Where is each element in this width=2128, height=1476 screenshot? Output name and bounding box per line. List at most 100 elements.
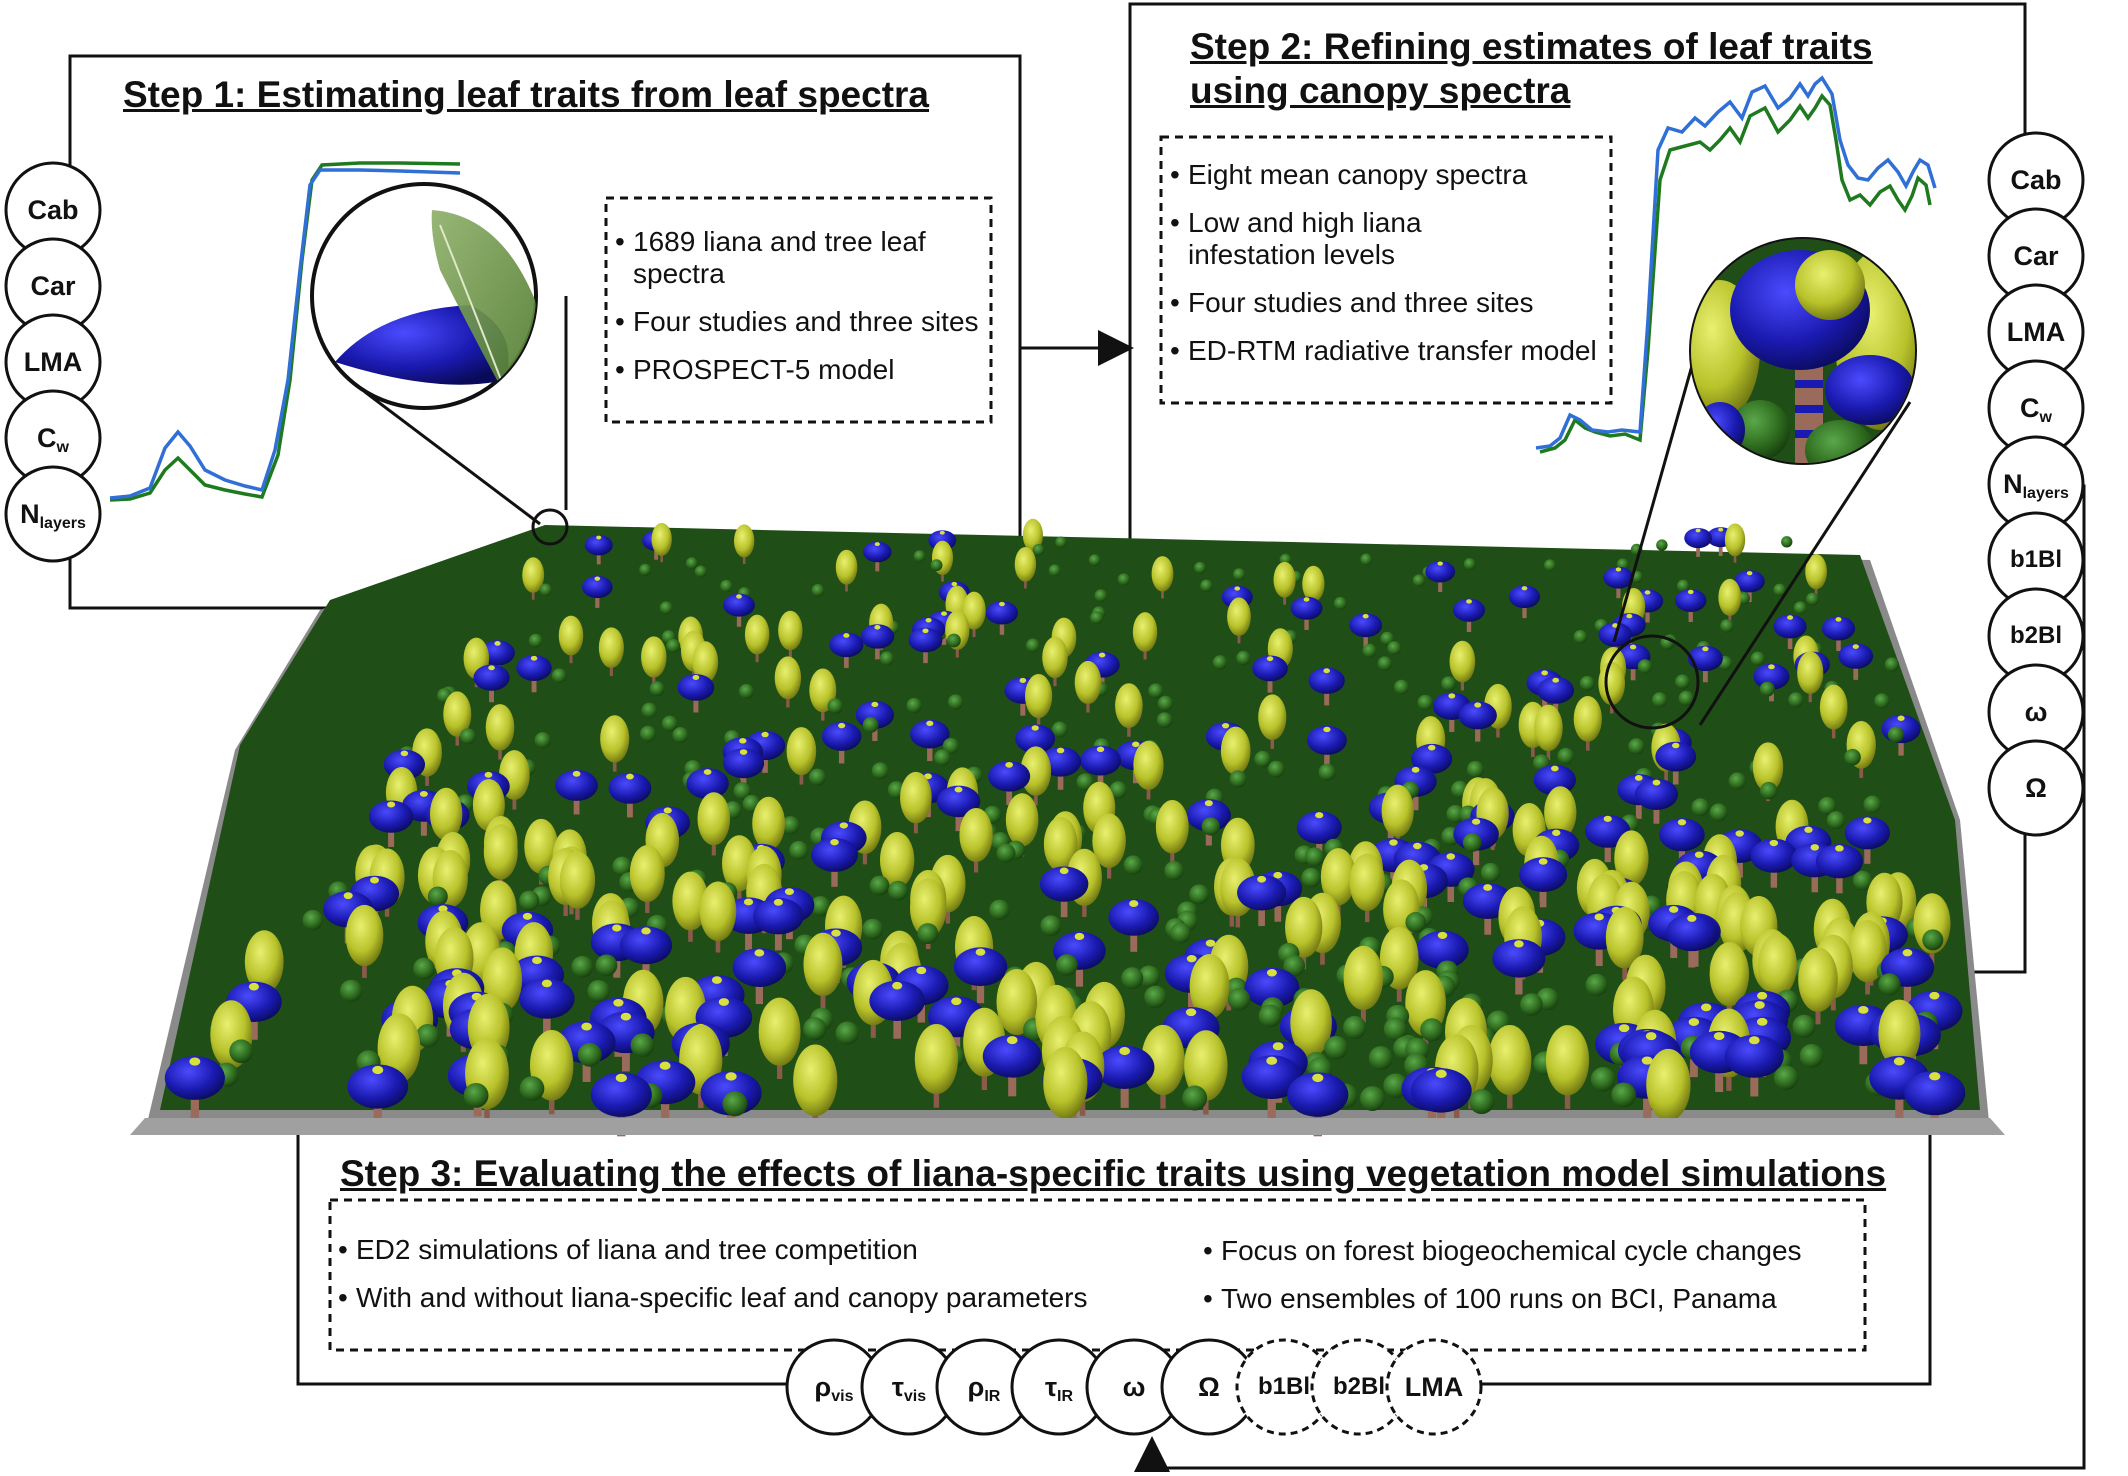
understory-crown (1446, 804, 1465, 823)
step2-param-node: Cab (1989, 133, 2083, 227)
liana-crown-highlight (522, 912, 533, 920)
liana-trunk (1604, 837, 1611, 863)
liana-crown-highlight (620, 1012, 632, 1021)
understory-crown (869, 875, 890, 896)
step1-bullet: PROSPECT-5 model (615, 354, 985, 386)
understory-crown (1318, 763, 1336, 781)
liana-crown-highlight (1389, 839, 1398, 846)
understory-crown (1709, 803, 1728, 822)
liana-crown-highlight (739, 749, 748, 755)
understory-crown (1182, 1085, 1208, 1111)
liana-crown-highlight (831, 929, 841, 937)
liana-trunk (1412, 787, 1419, 811)
understory-crown (835, 1021, 859, 1045)
understory-crown (1793, 601, 1807, 615)
step2-bullet: Low and high liana infestation levels (1170, 207, 1518, 271)
liana-crown-highlight (718, 998, 730, 1006)
liana-crown (516, 655, 552, 681)
understory-crown (808, 768, 826, 786)
understory-crown (1236, 650, 1251, 666)
step2-param-node: ω (1989, 665, 2083, 759)
understory-crown (862, 717, 879, 733)
liana-trunk (1515, 965, 1523, 995)
liana-crown (722, 748, 765, 779)
liana-crown-highlight (1612, 623, 1619, 628)
tree-crown (443, 691, 472, 737)
tree-leaf-shape (431, 210, 536, 395)
liana-trunk (1747, 585, 1752, 603)
liana-crown (1244, 967, 1300, 1008)
liana-crown-highlight (1735, 830, 1744, 837)
step3-bullet: With and without liana-specific leaf and… (338, 1282, 1098, 1314)
understory-crown (1164, 860, 1184, 881)
liana-crown (982, 1034, 1042, 1078)
understory-crown (1573, 629, 1588, 644)
step3-info-box (328, 1198, 1867, 1352)
liana-crown-highlight (596, 535, 602, 540)
step2-param-node: Ω (1989, 741, 2083, 835)
liana-crown-highlight (916, 966, 927, 975)
understory-crown (1405, 911, 1427, 933)
understory-crown (1799, 1043, 1824, 1068)
step1-param-subscript: layers (39, 515, 86, 532)
understory-crown (519, 890, 540, 911)
liana-crown-highlight (613, 998, 624, 1007)
understory-crown (534, 732, 551, 749)
tree-crown (1132, 612, 1158, 652)
understory-crown (733, 782, 751, 800)
liana-crown-highlight (1446, 853, 1456, 860)
understory-crown (595, 954, 618, 977)
understory-crown (1200, 579, 1213, 592)
liana-trunk (1473, 840, 1480, 866)
understory-crown (1138, 965, 1161, 988)
liana-trunk (1836, 632, 1841, 652)
canopy-spectrum-tree-line (1539, 93, 1932, 454)
liana-crown-highlight (1858, 1005, 1869, 1014)
understory-crown (1544, 559, 1556, 572)
liana-crown-highlight (874, 542, 880, 547)
understory-crown (1117, 573, 1130, 586)
leaf-spectra-plot (109, 161, 461, 502)
liana-crown-highlight (1550, 765, 1559, 772)
tree-crown (1449, 640, 1476, 683)
liana-trunk (1075, 957, 1084, 987)
step1-bullet: 1689 liana and tree leaf spectra (615, 226, 985, 290)
liana-crown-highlight (1005, 761, 1013, 768)
tree-crown (1709, 942, 1750, 1007)
liana-crown (1773, 614, 1807, 639)
liana-crown-highlight (1186, 954, 1197, 963)
liana-crown (347, 1064, 409, 1109)
liana-trunk (693, 692, 699, 713)
liana-crown (608, 772, 652, 804)
liana-crown-highlight (1411, 766, 1420, 773)
understory-crown (1368, 1046, 1393, 1071)
liana-crown-highlight (1669, 905, 1679, 913)
understory-crown (1884, 657, 1900, 672)
understory-crown (1362, 643, 1377, 658)
understory-crown (1728, 772, 1746, 790)
understory-crown (1579, 675, 1595, 691)
liana-crown (582, 575, 613, 599)
tree-crown (786, 727, 817, 776)
liana-trunk (1898, 734, 1904, 756)
liana-trunk (1736, 852, 1743, 878)
step2-param-node: b2Bl (1989, 589, 2083, 683)
tree-crown (524, 818, 559, 874)
liana-crown-highlight (615, 1073, 627, 1083)
liana-crown-highlight (663, 807, 672, 814)
liana-crown-highlight (830, 838, 839, 846)
understory-crown (463, 1082, 489, 1108)
liana-crown-highlight (1702, 646, 1709, 652)
liana-trunk (1008, 1064, 1017, 1097)
understory-crown (1094, 589, 1108, 602)
liana-trunk (1097, 766, 1104, 789)
understory-crown (661, 715, 678, 732)
liana-trunk (1267, 673, 1273, 693)
liana-crown-highlight (1713, 1032, 1725, 1041)
liana-crown-highlight (1521, 586, 1528, 591)
liana-crown (910, 719, 950, 749)
liana-trunk (1130, 924, 1138, 952)
liana-crown (686, 768, 729, 800)
